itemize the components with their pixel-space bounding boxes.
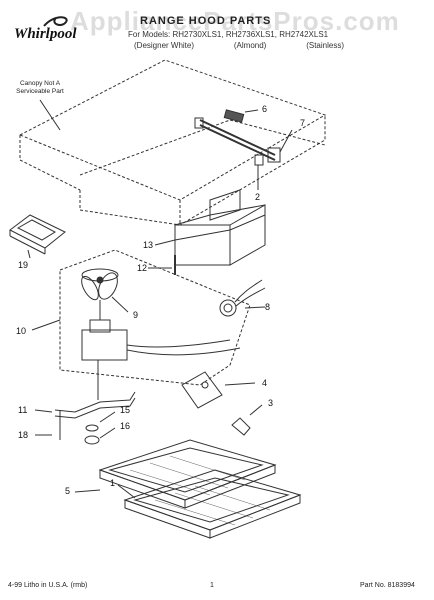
callout-16: 16 xyxy=(120,421,131,431)
motor-bracket xyxy=(181,371,223,409)
leader-lines xyxy=(27,109,293,499)
callout-7: 7 xyxy=(300,118,306,128)
finish-almond: (Almond) xyxy=(233,41,267,50)
footer-part-number: Part No. 8183994 xyxy=(360,582,415,589)
watermark: AppliancePartsPros.com xyxy=(70,6,400,36)
callout-9: 9 xyxy=(133,310,139,320)
callout-3: 3 xyxy=(268,398,274,408)
footer-page-number: 1 xyxy=(210,582,214,589)
finish-list: (Designer White) (Almond) (Stainless) xyxy=(134,41,344,50)
model-list: For Models: RH2730XLS1, RH2736XLS1, RH27… xyxy=(128,30,329,39)
callout-2: 2 xyxy=(255,192,261,202)
canopy-outline xyxy=(18,59,327,226)
whirlpool-swirl-logo xyxy=(43,16,68,27)
finish-stainless: (Stainless) xyxy=(306,41,344,50)
page-title: RANGE HOOD PARTS xyxy=(140,15,272,27)
fan-blade xyxy=(81,268,119,301)
motor-mount-bracket xyxy=(54,360,136,445)
callout-19: 19 xyxy=(18,260,29,270)
mesh-filters xyxy=(98,439,302,539)
callout-8: 8 xyxy=(265,302,271,312)
callout-11: 11 xyxy=(18,405,28,415)
footer-litho: 4-99 Litho in U.S.A. (rmb) xyxy=(8,582,88,589)
callout-1: 1 xyxy=(110,478,116,488)
callout-18: 18 xyxy=(18,430,29,440)
callout-15: 15 xyxy=(120,405,131,415)
light-lens xyxy=(9,214,66,255)
wire-clip xyxy=(231,417,251,436)
callout-6: 6 xyxy=(262,104,268,114)
callout-12: 12 xyxy=(137,263,148,273)
fan-motor xyxy=(81,300,241,361)
finish-white: (Designer White) xyxy=(134,41,195,50)
light-socket-assembly xyxy=(194,109,281,166)
fan-housing-outline xyxy=(59,249,251,386)
note-leader xyxy=(39,99,61,131)
brand-logo-text: Whirlpool xyxy=(14,26,77,42)
wiring-connector xyxy=(219,279,266,317)
canopy-note: Canopy Not A Serviceable Part xyxy=(16,80,64,95)
callout-5: 5 xyxy=(65,486,71,496)
callout-10: 10 xyxy=(16,326,27,336)
callout-13: 13 xyxy=(143,240,154,250)
callout-4: 4 xyxy=(262,378,268,388)
mesh-pattern xyxy=(129,455,271,526)
